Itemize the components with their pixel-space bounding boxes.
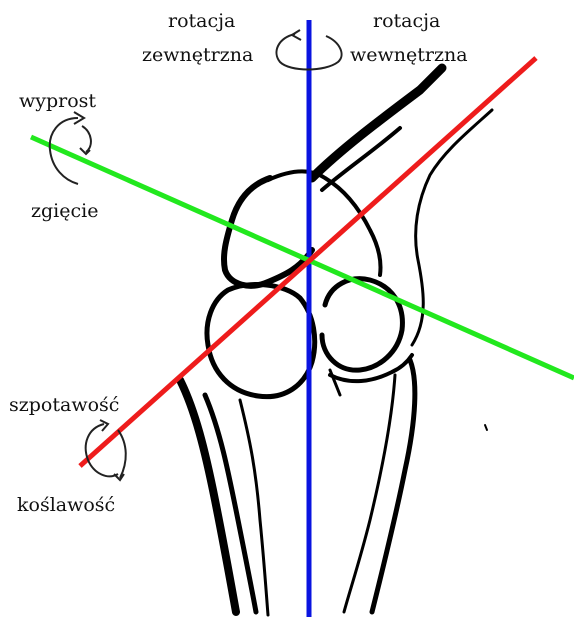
lateral-condyle <box>322 279 402 370</box>
label-valgus: koślawość <box>17 494 115 516</box>
label-external-rotation-line2: zewnętrzna <box>142 44 253 66</box>
tibia-spine <box>240 400 268 615</box>
knee-bone-drawing <box>180 68 492 615</box>
fibula-inner <box>344 375 395 612</box>
tibia-left-edge <box>180 380 236 612</box>
label-flexion: zgięcie <box>31 200 98 222</box>
label-extension: wyprost <box>19 90 96 112</box>
bone-detail-mark <box>330 370 340 395</box>
bone-detail-mark <box>485 425 487 430</box>
label-external-rotation-line1: rotacja <box>168 10 235 32</box>
label-varus: szpotawość <box>9 394 119 416</box>
label-internal-rotation-line2: wewnętrzna <box>350 44 468 66</box>
label-internal-rotation-line1: rotacja <box>373 10 440 32</box>
